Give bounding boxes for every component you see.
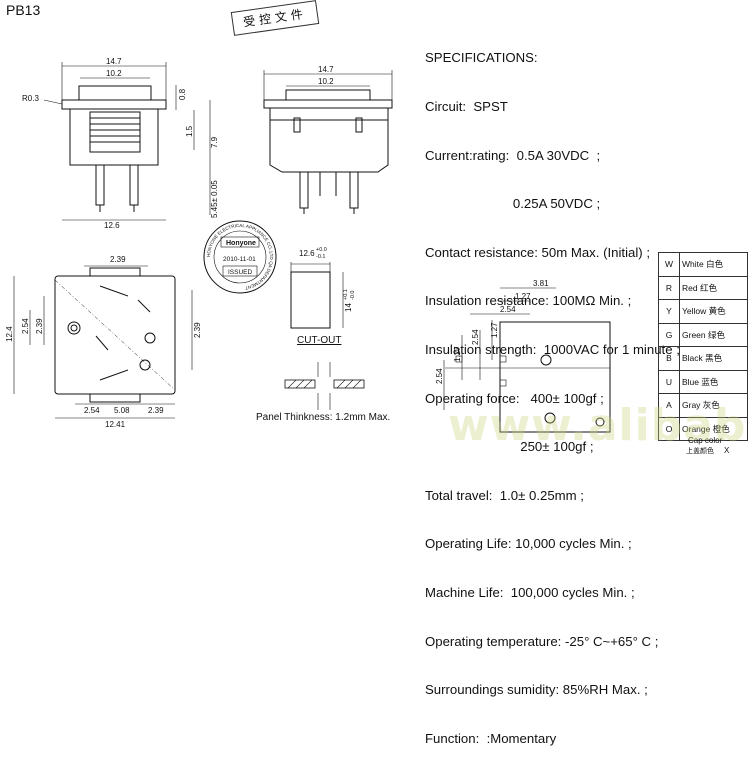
dim-2-54-left: 2.54 [21,318,30,334]
panel-thickness-note: Panel Thinkness: 1.2mm Max. [256,412,391,423]
color-name: Green 绿色 [679,322,748,347]
dim-12-41: 12.41 [105,420,126,429]
seal-status: ISSUED [228,269,253,276]
color-code: Y [658,299,680,324]
color-code: U [658,369,680,394]
dim-14-7: 14.7 [106,57,122,66]
spec-line: Contact resistance: 50m Max. (Initial) ; [425,244,650,260]
spec-line: Operating force: 400± 100gf ; [425,390,604,406]
dim-2-39-bottom: 2.39 [148,406,164,415]
dim-1-5: 1.5 [185,125,194,137]
spec-line: 0.25A 50VDC ; [425,196,601,212]
spec-line: 250± 100gf ; [425,439,594,455]
dim-5-08: 5.08 [114,406,130,415]
cutout-width-tol-dn: -0.1 [316,254,325,260]
cutout-height-tol-dn: -0.0 [350,291,356,300]
spec-line: Operating temperature: -25° C~+65° C ; [425,633,659,649]
qa-seal: HONYONE ELECTRICAL APPLIANCE CO.,LTD QA … [203,220,277,294]
side-dim-10-2: 10.2 [318,77,334,86]
color-code: B [658,346,680,371]
cutout-height-tol-up: +0.1 [343,289,349,300]
cutout-width: 12.6 [299,249,315,258]
spec-line: Circuit: SPST [425,99,508,114]
seal-company: Honyone [226,240,256,247]
color-name: Yellow 黄色 [679,299,748,324]
spec-heading: SPECIFICATIONS: [425,50,538,66]
cap-color-label-cn: 上盖颜色 [686,448,714,455]
dim-5-45: 5.45± 0.05 [210,180,219,218]
pcb-dim-1-27-top: 1.27 [515,292,531,301]
color-name: Red 红色 [679,275,748,300]
watermark: www.alibaba.com.cn [448,400,748,451]
color-code: G [658,322,680,347]
spec-line: Total travel: 1.0± 0.25mm ; [425,487,584,503]
technical-drawing: 14.7 10.2 R0.3 12.6 0.8 1.5 7.9 5.45± 0.… [5,57,611,433]
dim-2-39-top: 2.39 [110,255,126,264]
spec-line: Operating Life: 10,000 cycles Min. ; [425,536,632,552]
pcb-dim-2-54-b: 2.54 [435,368,444,384]
color-name: Black 黑色 [679,346,748,371]
color-code: R [658,275,680,300]
dim-2-54-bottom: 2.54 [84,406,100,415]
pcb-dim-2-54-a: 2.54 [471,329,480,345]
dim-r0-3: R0.3 [22,94,39,103]
pcb-dim-1-27-right: 1.27 [490,322,499,338]
dim-10-2: 10.2 [106,69,122,78]
cap-color-x: X [724,446,730,455]
color-code: W [658,252,680,277]
pcb-layout: 3.81 1.27 2.54 1.27 2.54 2.54 1.27 [435,279,611,433]
seal-date: 2010-11-01 [223,256,256,263]
dim-2-39-right: 2.39 [193,322,202,338]
side-view: 14.7 10.2 [263,65,393,214]
spec-line: Surroundings sumidity: 85%RH Max. ; [425,682,648,698]
cutout-label: CUT-OUT [297,335,342,346]
color-name: White 白色 [679,252,748,277]
cutout-height: 14 [344,303,353,312]
pcb-dim-1-27-left: 1.27 [453,346,462,362]
spec-line: Machine Life: 100,000 cycles Min. ; [425,584,635,600]
dim-12-4: 12.4 [5,326,14,342]
color-name: Blue 蓝色 [679,369,748,394]
cap-color-label: Cap color [688,436,723,445]
spec-line: Function: :Momentary [425,730,557,746]
color-name: Orange 橙色 [679,416,748,441]
spec-line: Current:rating: 0.5A 30VDC ; [425,147,601,163]
color-name: Gray 灰色 [679,393,748,418]
dim-7-9: 7.9 [210,136,219,148]
dim-2-39-left: 2.39 [35,318,44,334]
dim-0-8: 0.8 [178,88,187,100]
pcb-dim-3-81: 3.81 [533,279,549,288]
cutout-view: 12.6 +0.0 -0.1 14 +0.1 -0.0 [284,247,365,410]
side-dim-14-7: 14.7 [318,65,334,74]
pcb-dim-2-54-top: 2.54 [500,305,516,314]
cutout-width-tol-up: +0.0 [316,247,327,253]
part-number: PB13 [6,2,41,18]
bottom-view: 2.39 12.4 2.54 2.39 2.39 2.54 5.08 2.39 … [5,255,202,429]
front-view: 14.7 10.2 R0.3 12.6 0.8 1.5 7.9 5.45± 0.… [22,57,219,230]
dim-12-6: 12.6 [104,221,120,230]
